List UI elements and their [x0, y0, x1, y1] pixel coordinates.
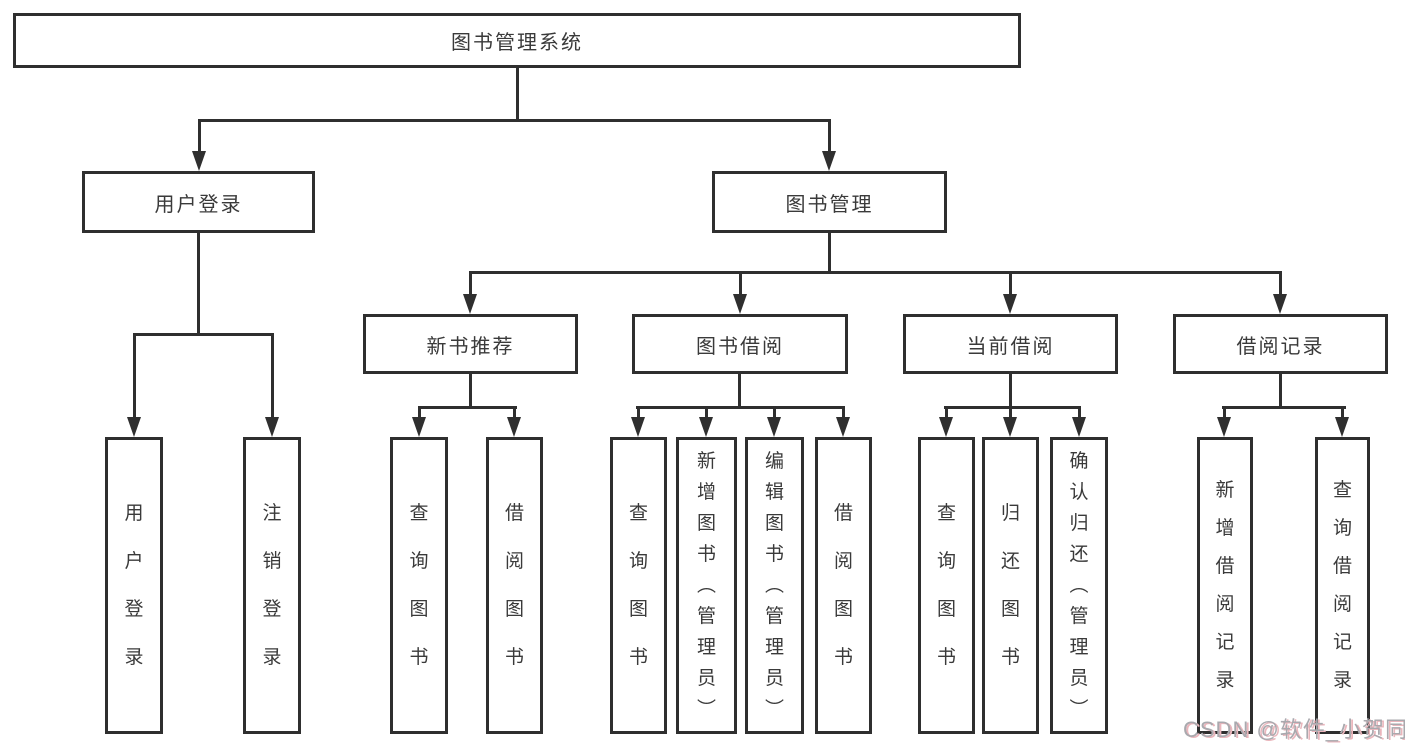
- arrow-down-icon: [733, 294, 747, 314]
- connector-leaf-stem: [1009, 406, 1012, 420]
- leaf-edit-books-admin-label: 编 辑 图 书 ︵ 管 理 员 ︶: [764, 451, 784, 720]
- connector-leaf-stem: [1341, 406, 1344, 420]
- connector-recommend-down: [469, 374, 472, 409]
- arrow-down-icon: [463, 294, 477, 314]
- connector-root-stem: [516, 68, 519, 122]
- leaf-add-books-admin: 新 增 图 书 ︵ 管 理 员 ︶: [676, 437, 737, 734]
- node-user-login: 用户登录: [82, 171, 315, 233]
- node-new-book-recommend-label: 新书推荐: [426, 335, 515, 358]
- arrow-down-icon: [939, 417, 953, 437]
- arrow-down-icon: [1003, 417, 1017, 437]
- connector-l3-stem: [1279, 271, 1282, 298]
- connector-leaf-stem: [773, 406, 776, 420]
- arrow-down-icon: [265, 417, 279, 437]
- connector-login-leaf2-stem: [271, 333, 274, 421]
- connector-user-login-stem: [198, 119, 201, 155]
- node-new-book-recommend: 新书推荐: [363, 314, 578, 374]
- connector-l3-stem: [469, 271, 472, 298]
- connector-leaf-stem: [637, 406, 640, 420]
- arrow-down-icon: [1217, 417, 1231, 437]
- connector-l3-stem: [739, 271, 742, 298]
- leaf-return-books: 归 还 图 书: [982, 437, 1039, 734]
- connector-mgmt-down: [828, 233, 831, 274]
- connector-leaf-stem: [418, 406, 421, 420]
- leaf-confirm-return-admin-label: 确 认 归 还 ︵ 管 理 员 ︶: [1069, 451, 1089, 720]
- node-library-system-label: 图书管理系统: [451, 32, 583, 54]
- connector-book-mgmt-stem: [828, 119, 831, 155]
- connector-leaf-stem: [1078, 406, 1081, 420]
- leaf-borrow-books-2-label: 借 阅 图 书: [833, 502, 853, 668]
- connector-leaf-stem: [842, 406, 845, 420]
- arrow-down-icon: [192, 151, 206, 171]
- connector-current-down: [1009, 374, 1012, 409]
- leaf-confirm-return-admin: 确 认 归 还 ︵ 管 理 员 ︶: [1050, 437, 1108, 734]
- node-borrow-records: 借阅记录: [1173, 314, 1388, 374]
- arrow-down-icon: [699, 417, 713, 437]
- leaf-return-books-label: 归 还 图 书: [1000, 502, 1020, 668]
- leaf-logout: 注 销 登 录: [243, 437, 301, 734]
- connector-leaf-stem: [945, 406, 948, 420]
- leaf-add-borrow-record: 新 增 借 阅 记 录: [1197, 437, 1253, 734]
- leaf-query-books-2-label: 查 询 图 书: [628, 502, 648, 668]
- leaf-query-books-3: 查 询 图 书: [918, 437, 975, 734]
- connector-recommend-branch: [418, 406, 517, 409]
- leaf-query-borrow-record-label: 查 询 借 阅 记 录: [1332, 479, 1352, 691]
- connector-login-leaf1-stem: [133, 333, 136, 421]
- leaf-logout-label: 注 销 登 录: [262, 502, 282, 668]
- leaf-add-books-admin-label: 新 增 图 书 ︵ 管 理 员 ︶: [696, 451, 716, 720]
- leaf-query-borrow-record: 查 询 借 阅 记 录: [1315, 437, 1370, 734]
- leaf-add-borrow-record-label: 新 增 借 阅 记 录: [1215, 479, 1235, 691]
- leaf-borrow-books-1-label: 借 阅 图 书: [504, 502, 524, 668]
- node-book-management-label: 图书管理: [785, 193, 874, 216]
- arrow-down-icon: [507, 417, 521, 437]
- arrow-down-icon: [1072, 417, 1086, 437]
- arrow-down-icon: [822, 151, 836, 171]
- leaf-user-login-label: 用 户 登 录: [124, 502, 144, 668]
- arrow-down-icon: [836, 417, 850, 437]
- connector-leaf-stem: [513, 406, 516, 420]
- leaf-edit-books-admin: 编 辑 图 书 ︵ 管 理 员 ︶: [745, 437, 804, 734]
- node-book-borrow: 图书借阅: [632, 314, 848, 374]
- node-borrow-records-label: 借阅记录: [1236, 335, 1325, 358]
- connector-l3-stem: [1009, 271, 1012, 298]
- connector-leaf-stem: [705, 406, 708, 420]
- connector-login-down: [197, 233, 200, 336]
- csdn-watermark: CSDN @软件_小贺同学: [1183, 717, 1405, 742]
- node-book-borrow-label: 图书借阅: [696, 335, 784, 358]
- node-book-management: 图书管理: [712, 171, 947, 233]
- arrow-down-icon: [631, 417, 645, 437]
- connector-root-branch: [198, 119, 831, 122]
- leaf-query-books-1-label: 查 询 图 书: [409, 502, 429, 668]
- connector-records-branch: [1222, 406, 1346, 409]
- connector-records-down: [1279, 374, 1282, 409]
- leaf-query-books-2: 查 询 图 书: [610, 437, 667, 734]
- connector-login-branch: [133, 333, 274, 336]
- leaf-borrow-books-1: 借 阅 图 书: [486, 437, 543, 734]
- leaf-query-books-3-label: 查 询 图 书: [936, 502, 956, 668]
- arrow-down-icon: [127, 417, 141, 437]
- node-library-system: 图书管理系统: [13, 13, 1021, 68]
- node-current-borrow: 当前借阅: [903, 314, 1118, 374]
- arrow-down-icon: [1003, 294, 1017, 314]
- arrow-down-icon: [767, 417, 781, 437]
- leaf-user-login: 用 户 登 录: [105, 437, 163, 734]
- arrow-down-icon: [412, 417, 426, 437]
- connector-mgmt-branch: [469, 271, 1282, 274]
- arrow-down-icon: [1335, 417, 1349, 437]
- connector-current-branch: [944, 406, 1081, 409]
- node-current-borrow-label: 当前借阅: [966, 335, 1055, 358]
- arrow-down-icon: [1273, 294, 1287, 314]
- leaf-query-books-1: 查 询 图 书: [390, 437, 448, 734]
- node-user-login-label: 用户登录: [154, 193, 243, 216]
- connector-leaf-stem: [1223, 406, 1226, 420]
- connector-borrow-branch: [636, 406, 845, 409]
- connector-borrow-down: [738, 374, 741, 409]
- leaf-borrow-books-2: 借 阅 图 书: [815, 437, 872, 734]
